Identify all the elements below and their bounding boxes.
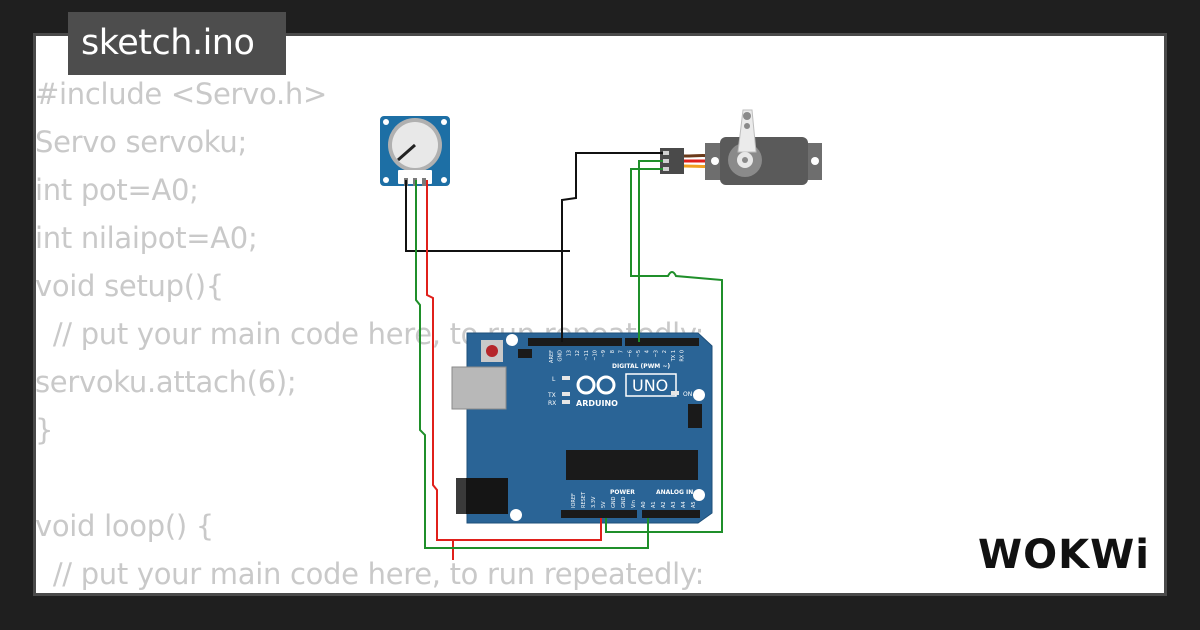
bottom-pin-label: GND	[611, 496, 617, 508]
code-line: void loop() {	[35, 509, 214, 543]
bottom-pin-label: A2	[661, 501, 667, 508]
board-model-label: UNO	[632, 376, 668, 395]
digital-label: DIGITAL (PWM ~)	[612, 363, 670, 370]
power-header	[561, 510, 637, 518]
wire-servo-signal[interactable]	[638, 160, 663, 342]
code-line: #include <Servo.h>	[35, 77, 327, 111]
servo-horn	[737, 109, 757, 153]
power-label: POWER	[610, 489, 635, 496]
bottom-pin-label: A5	[691, 501, 697, 508]
led-l-label: L	[552, 376, 556, 383]
file-tab[interactable]: sketch.ino	[68, 12, 286, 75]
board-brand-label: ARDUINO	[576, 399, 618, 408]
wire-pot-vcc[interactable]	[426, 180, 602, 560]
bottom-pin-label: 3.3V	[591, 496, 597, 508]
code-line: // put your main code here, to run repea…	[35, 557, 705, 591]
wire-servo-gnd[interactable]	[561, 152, 663, 342]
bottom-pin-label: RESET	[581, 491, 587, 508]
atmega-chip	[566, 450, 698, 480]
code-line: void setup(){	[35, 269, 224, 303]
top-pin-label: 4	[645, 350, 651, 353]
led-on-label: ON	[683, 391, 692, 398]
top-pin-label: TX 1	[671, 350, 677, 362]
wokwi-logo[interactable]: WOKWi	[978, 528, 1148, 578]
potentiometer[interactable]	[380, 116, 450, 186]
servo-motor[interactable]	[660, 109, 822, 185]
bottom-pin-label: A4	[681, 501, 687, 508]
code-line: int nilaipot=A0;	[35, 221, 258, 255]
wire-pot-signal[interactable]	[415, 180, 649, 549]
code-line: int pot=A0;	[35, 173, 199, 207]
top-pin-label: 2	[662, 350, 668, 353]
top-pin-label: ~11	[584, 350, 590, 361]
wires	[405, 152, 723, 560]
top-pin-label: 7	[619, 350, 625, 353]
top-pin-label: RX 0	[680, 350, 686, 362]
bottom-pin-label: IOREF	[571, 493, 577, 508]
top-pin-label: 13	[566, 350, 572, 356]
led-tx-label: TX	[547, 392, 556, 399]
bottom-pin-label: 5V	[601, 501, 607, 508]
top-pin-label: 8	[610, 350, 616, 353]
code-line: }	[35, 413, 54, 447]
wire-pot-gnd[interactable]	[405, 180, 570, 252]
bottom-pin-label: Vin	[631, 500, 637, 508]
arduino-infinity-icon	[576, 375, 616, 395]
digital-header-right	[625, 338, 699, 346]
top-pin-label: GND	[558, 350, 564, 362]
bottom-pin-label: A3	[671, 501, 677, 508]
top-pin-label: ~9	[601, 350, 607, 357]
bottom-pin-label: A0	[641, 501, 647, 508]
top-pin-label: ~6	[627, 350, 633, 357]
analog-header	[642, 510, 700, 518]
knob-pointer	[397, 143, 416, 162]
digital-header-left	[528, 338, 622, 346]
code-listing: #include <Servo.h> Servo servoku; int po…	[35, 70, 704, 598]
top-pin-label: AREF	[549, 350, 555, 363]
bottom-pin-label: GND	[621, 496, 627, 508]
top-pin-label: 12	[575, 350, 581, 356]
usb-connector	[451, 366, 507, 410]
arduino-uno-board[interactable]: UNO ARDUINO DIGITAL (PWM ~) POWER ANALOG…	[451, 332, 713, 524]
top-pin-label: ~10	[593, 350, 599, 361]
led-rx-label: RX	[548, 400, 556, 407]
code-line: Servo servoku;	[35, 125, 247, 159]
wokwi-logo-text: WOKWi	[978, 532, 1148, 578]
top-pin-label: ~5	[636, 350, 642, 357]
analog-label: ANALOG IN	[656, 489, 693, 496]
code-line: servoku.attach(6);	[35, 365, 297, 399]
top-pin-label: ~3	[653, 350, 659, 357]
bottom-pin-label: A1	[651, 501, 657, 508]
wire-servo-vcc[interactable]	[605, 168, 723, 533]
